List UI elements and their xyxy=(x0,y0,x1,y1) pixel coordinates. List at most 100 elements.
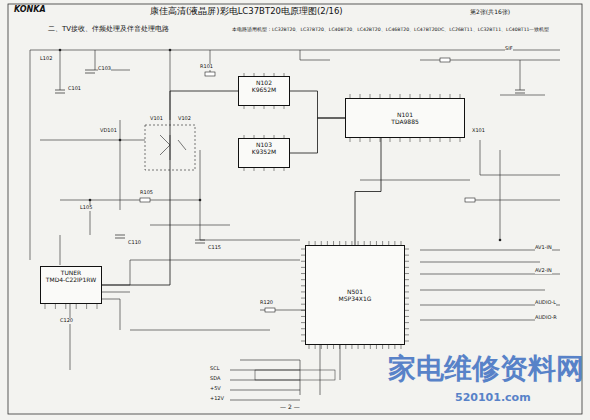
part-label: VD101 xyxy=(100,128,117,134)
watermark: 520101.com xyxy=(455,392,531,404)
signal-name: SDA xyxy=(210,376,220,382)
pin-stroke xyxy=(410,138,411,142)
pin-stroke xyxy=(284,106,285,109)
pin-stroke xyxy=(420,138,421,142)
pin-stroke xyxy=(400,138,401,142)
part-label: C101 xyxy=(68,86,81,92)
pin-stroke xyxy=(97,304,98,309)
part-number: TMD4-C22IP1RW xyxy=(44,276,98,283)
part-label: R101 xyxy=(200,64,213,70)
pin-stroke xyxy=(274,168,275,171)
ic-box: N501MSP34X1G xyxy=(305,245,405,345)
part-label: C103 xyxy=(98,66,111,72)
signal-name: +5V xyxy=(210,386,221,392)
pin-stroke xyxy=(405,255,409,256)
pin-stroke xyxy=(86,304,87,309)
part-label: V101 xyxy=(150,116,163,122)
pin-stroke xyxy=(264,168,265,171)
pin-stroke xyxy=(401,345,402,349)
section-heading: 二、TV接收、伴频处理及伴音处理电路 xyxy=(48,26,169,34)
pin-stroke xyxy=(405,341,409,342)
page-number: — 2 — xyxy=(280,404,300,411)
pin-stroke xyxy=(321,345,322,349)
ic-box: N102K9652M xyxy=(238,76,290,106)
pin-stroke xyxy=(333,345,334,349)
junction-dots xyxy=(59,49,502,242)
pin-stroke xyxy=(405,267,409,268)
part-label: L102 xyxy=(40,56,52,62)
signal-name: SCL xyxy=(210,366,219,372)
part-label: X101 xyxy=(472,128,485,134)
pin-stroke xyxy=(405,322,409,323)
pin-stroke xyxy=(405,328,409,329)
pin-stroke xyxy=(405,310,409,311)
signal-name: SIF xyxy=(505,46,513,52)
part-label: R120 xyxy=(260,300,273,306)
ic-box: N101TDA9885 xyxy=(345,98,465,138)
pin-stroke xyxy=(380,138,381,142)
connector-block xyxy=(255,370,335,380)
part-name: TUNER xyxy=(44,269,98,276)
pin-stroke xyxy=(370,345,371,349)
pin-stroke xyxy=(405,249,409,250)
part-number: K9352M xyxy=(242,148,286,155)
pin-stroke xyxy=(388,345,389,349)
pin-stroke xyxy=(358,345,359,349)
pin-stroke xyxy=(405,291,409,292)
pin-stroke xyxy=(405,279,409,280)
part-label: V102 xyxy=(178,116,191,122)
signal-name: +12V xyxy=(210,396,224,402)
signal-name: AV2-IN xyxy=(535,268,552,274)
sheet-number: 第2张(共16张) xyxy=(470,9,510,16)
pin-stroke xyxy=(376,345,377,349)
signal-wire xyxy=(290,91,345,118)
watermark: 家电维修资料网 xyxy=(388,354,584,385)
part-name: N101 xyxy=(349,111,461,118)
pin-stroke xyxy=(274,106,275,109)
model-note: 本电路适用机型：LC32BT20、LC37BT20、LC40BT20、LC42B… xyxy=(232,27,549,32)
pin-stroke xyxy=(360,138,361,142)
pin-stroke xyxy=(405,273,409,274)
pin-stroke xyxy=(405,285,409,286)
pin-stroke xyxy=(345,345,346,349)
signal-wire xyxy=(355,138,381,245)
pin-stroke xyxy=(370,138,371,142)
pin-stroke xyxy=(394,345,395,349)
pin-stroke xyxy=(284,168,285,171)
signal-wire xyxy=(102,91,238,285)
signal-name: AUDIO-R xyxy=(535,315,557,321)
tuner-box: TUNERTMD4-C22IP1RW xyxy=(40,266,102,304)
pin-stroke xyxy=(405,334,409,335)
pin-stroke xyxy=(351,345,352,349)
pin-stroke xyxy=(65,304,66,309)
part-name: N501 xyxy=(309,288,401,295)
part-number: K9652M xyxy=(242,86,286,93)
brand-logo: KONKA xyxy=(14,6,46,15)
ic-box: N103K9352M xyxy=(238,138,290,168)
pin-stroke xyxy=(254,168,255,171)
pin-stroke xyxy=(405,304,409,305)
pin-stroke xyxy=(254,106,255,109)
part-number: TDA9885 xyxy=(349,118,461,125)
pin-stroke xyxy=(339,345,340,349)
signal-name: AUDIO-L xyxy=(535,300,556,306)
pin-stroke xyxy=(405,316,409,317)
part-label: C110 xyxy=(128,240,141,246)
pin-stroke xyxy=(76,304,77,309)
part-label: C115 xyxy=(208,245,221,251)
pin-stroke xyxy=(382,345,383,349)
pin-stroke xyxy=(364,345,365,349)
page-title: 康佳高清(液晶屏)彩电LC37BT20电原理图(2/16) xyxy=(150,6,343,18)
pin-stroke xyxy=(315,345,316,349)
signal-wire xyxy=(290,118,345,153)
pin-stroke xyxy=(440,138,441,142)
pin-stroke xyxy=(244,168,245,171)
signal-name: AV1-IN xyxy=(535,245,552,251)
pin-stroke xyxy=(327,345,328,349)
pin-stroke xyxy=(430,138,431,142)
pin-stroke xyxy=(45,304,46,309)
part-label: C120 xyxy=(60,318,73,324)
pin-stroke xyxy=(405,298,409,299)
frame xyxy=(8,4,582,414)
wire-group xyxy=(30,50,560,400)
